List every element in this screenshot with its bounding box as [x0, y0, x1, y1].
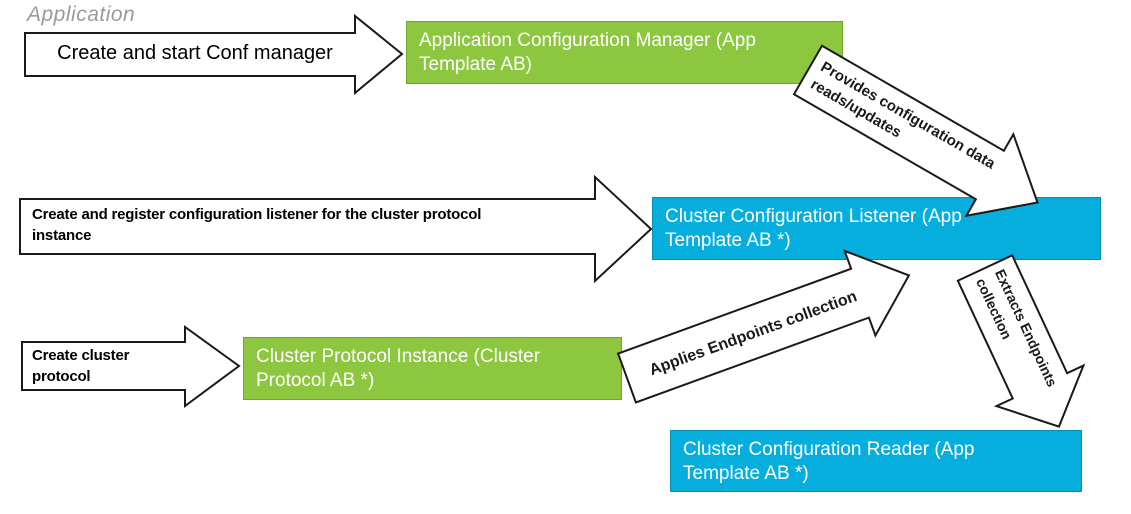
box-cluster-configuration-reader: Cluster Configuration Reader (App Templa… [670, 430, 1082, 492]
arrow-label-register-listener: Create and register configuration listen… [32, 204, 592, 246]
box-label-line: Cluster Protocol Instance (Cluster [256, 346, 541, 367]
box-label-line: Application Configuration Manager (App [419, 30, 756, 51]
box-label-line: Cluster Configuration Reader (App [683, 439, 975, 460]
arrow-label-create-conf-manager: Create and start Conf manager [57, 42, 333, 64]
arrow-create-conf-manager [24, 13, 404, 96]
box-label-line: Protocol AB *) [256, 370, 375, 391]
arrow-label-create-cluster-protocol: Create cluster protocol [32, 345, 192, 387]
box-application-configuration-manager: Application Configuration Manager (App T… [406, 21, 843, 84]
arrow-extracts-endpoints: Extracts Endpoints collection [956, 253, 1086, 428]
arrow-register-listener [19, 174, 653, 284]
box-cluster-configuration-listener: Cluster Configuration Listener (App Temp… [652, 197, 1101, 260]
arrow-label-line: Create cluster [32, 347, 130, 364]
box-label-line: Template AB *) [683, 463, 809, 484]
arrow-label-line: protocol [32, 368, 91, 385]
arrow-applies-shape [616, 249, 911, 404]
arrow-create-cluster-protocol [21, 325, 241, 408]
arrow-label-line: instance [32, 227, 92, 244]
arrow-applies-endpoints: Applies Endpoints collection [616, 249, 911, 404]
arrow-extracts-shape [956, 253, 1086, 428]
arrow-provides-shape [792, 44, 1039, 218]
box-cluster-protocol-instance: Cluster Protocol Instance (Cluster Proto… [243, 337, 622, 400]
diagram-title: Application [27, 3, 136, 26]
box-label-line: Template AB) [419, 54, 532, 75]
arrow-label-line: Create and register configuration listen… [32, 206, 482, 223]
arrow-provides-configuration-data: Provides configuration data reads/update… [792, 44, 1039, 218]
box-label-line: Cluster Configuration Listener (App [665, 206, 962, 227]
box-label-line: Template AB *) [665, 230, 791, 251]
